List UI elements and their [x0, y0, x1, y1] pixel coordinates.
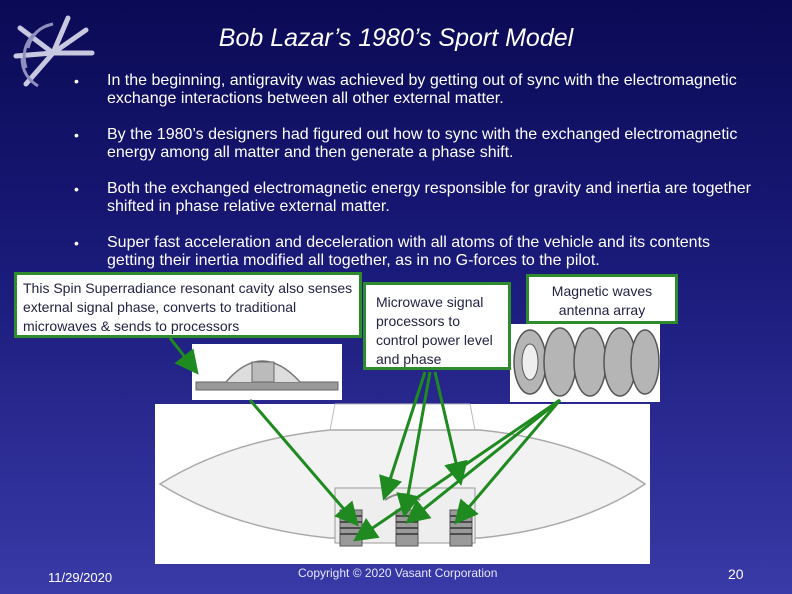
- bullet-item: • Both the exchanged electromagnetic ene…: [74, 180, 754, 216]
- bullet-text: Both the exchanged electromagnetic energ…: [107, 180, 751, 215]
- bullet-item: • Super fast acceleration and decelerati…: [74, 234, 754, 270]
- arrow: [248, 399, 359, 527]
- spiral-logo-icon: [13, 15, 95, 88]
- arrow: [396, 371, 432, 518]
- footer-copyright: Copyright © 2020 Vasant Corporation: [298, 566, 498, 580]
- slide-title: Bob Lazar’s 1980’s Sport Model: [218, 24, 574, 52]
- bullet-icon: •: [74, 181, 79, 197]
- arrow: [454, 399, 562, 525]
- resonant-cavity-image: [192, 344, 342, 400]
- arrow: [379, 371, 427, 501]
- bullet-item: • By the 1980’s designers had figured ou…: [74, 126, 754, 162]
- bullet-icon: •: [74, 127, 79, 143]
- arrow: [353, 398, 561, 542]
- bullet-text: In the beginning, antigravity was achiev…: [107, 72, 737, 107]
- arrow: [405, 398, 561, 524]
- arrow: [168, 337, 199, 375]
- bullet-text: By the 1980’s designers had figured out …: [107, 126, 738, 161]
- processors-callout: Microwave signal processors to control p…: [363, 282, 511, 370]
- bullet-text: Super fast acceleration and deceleration…: [107, 234, 711, 269]
- bullet-item: • In the beginning, antigravity was achi…: [74, 72, 754, 108]
- antenna-coil-image: [510, 324, 660, 402]
- bullet-icon: •: [74, 73, 79, 89]
- bullet-list: • In the beginning, antigravity was achi…: [74, 72, 754, 288]
- bullet-icon: •: [74, 235, 79, 251]
- arrow: [433, 371, 468, 486]
- page-number: 20: [728, 566, 744, 582]
- antenna-callout: Magnetic waves antenna array: [526, 274, 678, 324]
- cavity-callout: This Spin Superradiance resonant cavity …: [14, 272, 362, 338]
- craft-image: [155, 403, 650, 564]
- footer-date: 11/29/2020: [48, 570, 113, 585]
